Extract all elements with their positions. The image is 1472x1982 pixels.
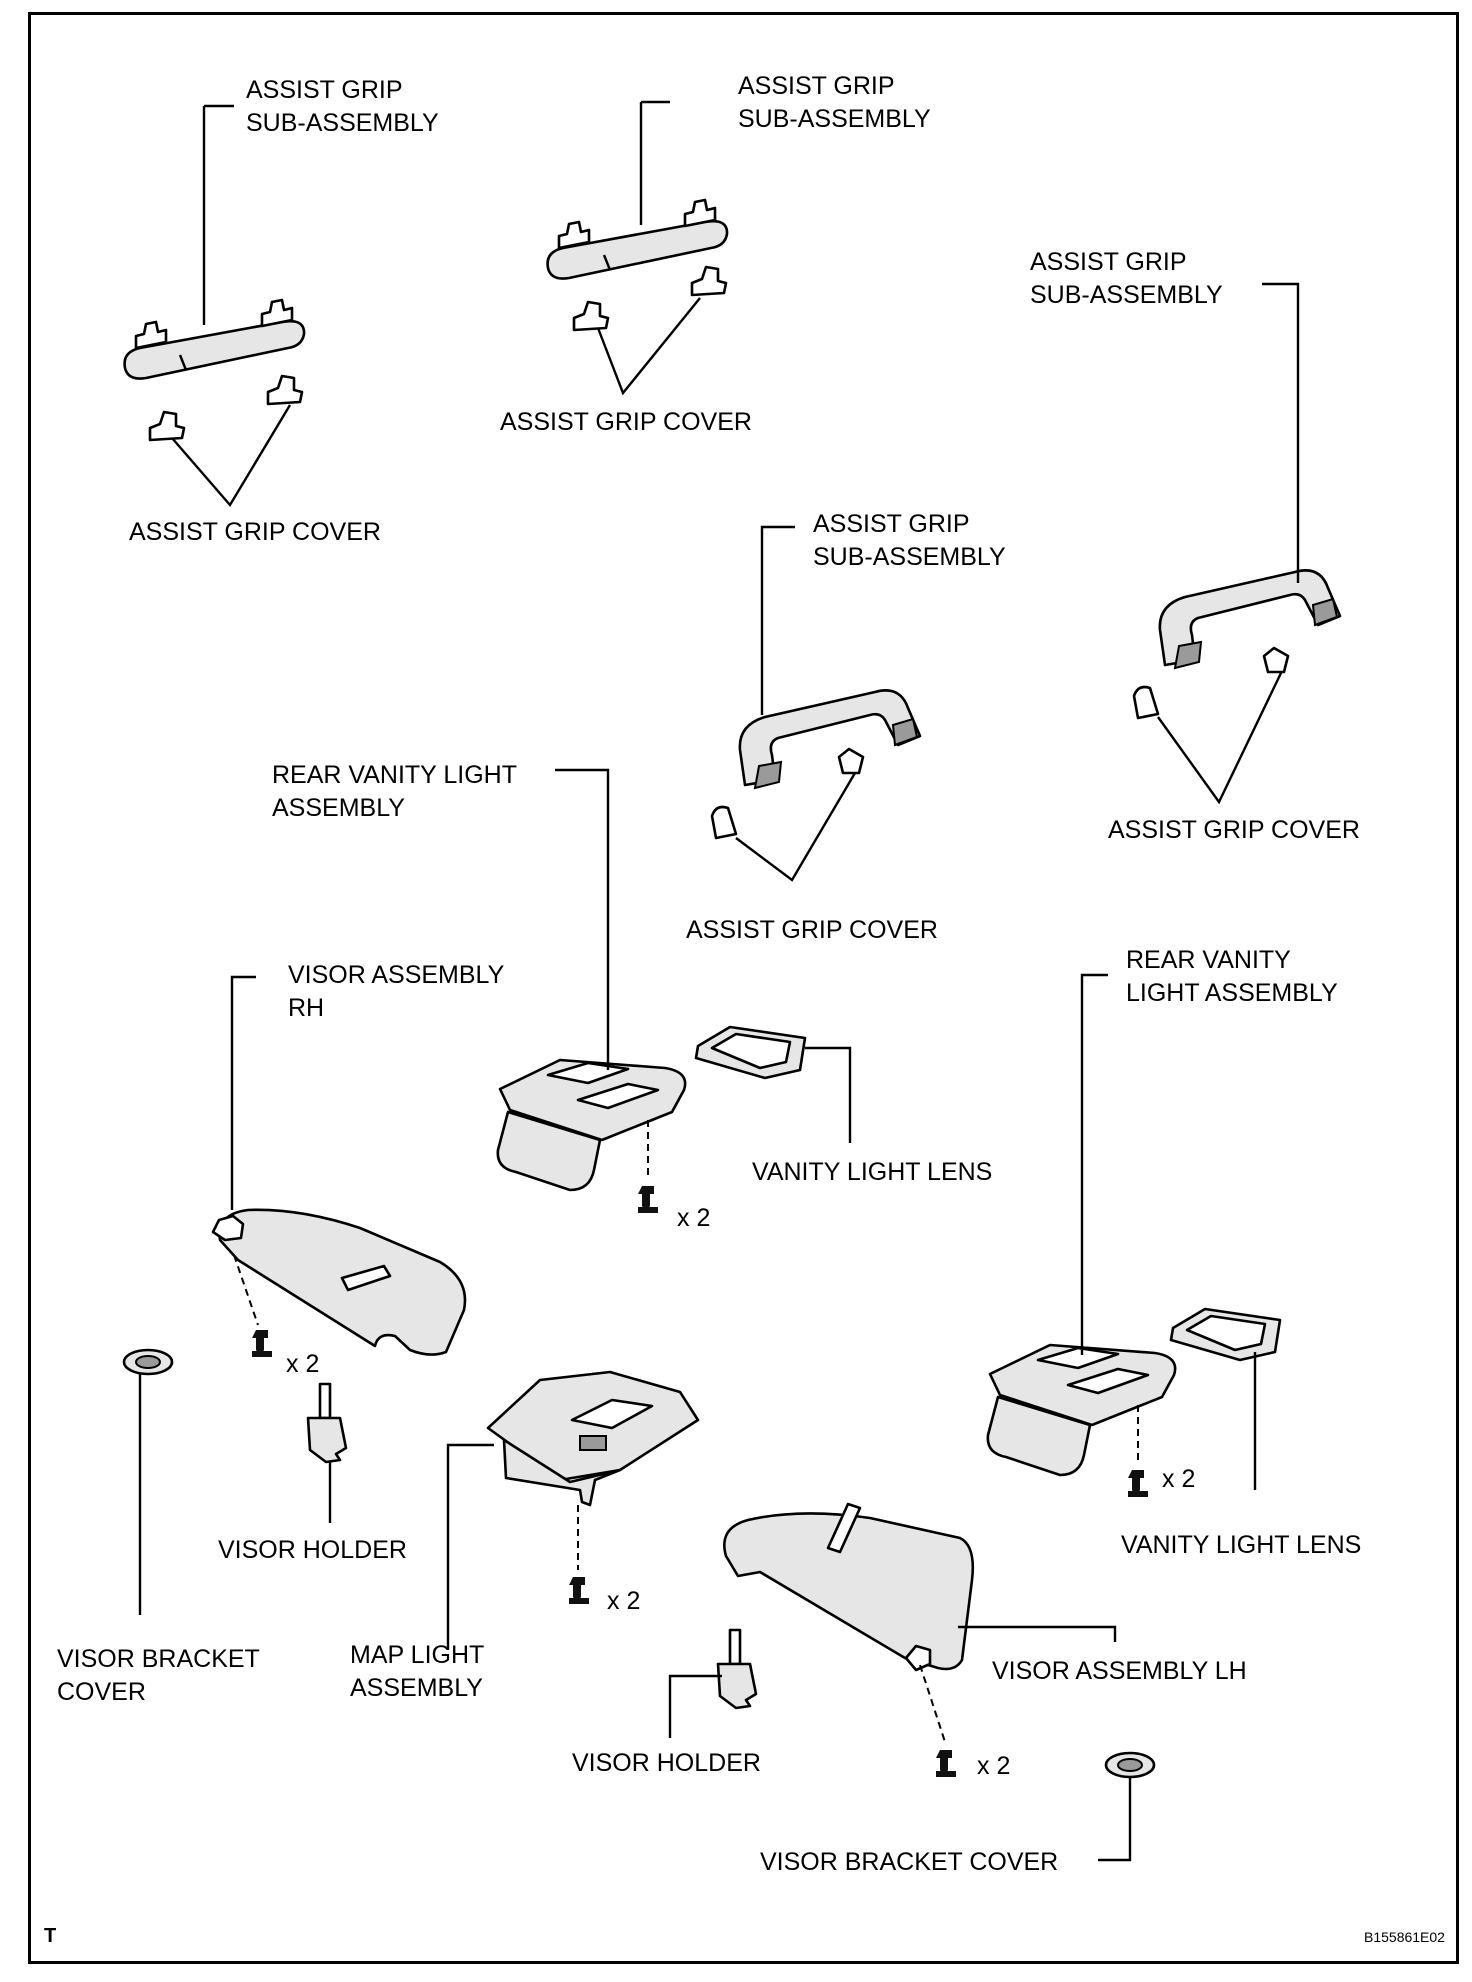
label-grip4-sub-l1: ASSIST GRIP: [1030, 248, 1187, 276]
label-visor-rh-l2: RH: [288, 994, 324, 1022]
label-visor-lh: VISOR ASSEMBLY LH: [992, 1657, 1247, 1685]
label-grip3-cover: ASSIST GRIP COVER: [686, 916, 938, 944]
label-grip2-cover: ASSIST GRIP COVER: [500, 408, 752, 436]
visor-assembly-lh: [723, 1502, 975, 1672]
label-visor-bracket-cover-2: VISOR BRACKET COVER: [760, 1848, 1058, 1876]
assist-grip-cover-2b: [690, 265, 728, 297]
screw-1: [638, 1186, 658, 1213]
label-map-light-l2: ASSEMBLY: [350, 1674, 483, 1702]
label-vanity-lens-1: VANITY LIGHT LENS: [752, 1158, 992, 1186]
rear-vanity-light-2: [986, 1343, 1177, 1477]
visor-holder-2: [716, 1628, 758, 1710]
map-light-assembly: [486, 1370, 700, 1507]
visor-holder-1: [306, 1382, 348, 1464]
label-vanity-lens-2: VANITY LIGHT LENS: [1121, 1531, 1361, 1559]
label-visor-bracket-cover-1-l1: VISOR BRACKET: [57, 1645, 260, 1673]
figure-code: B155861E02: [1364, 1929, 1445, 1945]
visor-assembly-rh: [211, 1208, 467, 1356]
label-rear-vanity-1-l2: ASSEMBLY: [272, 794, 405, 822]
screw-5: [936, 1750, 956, 1777]
label-grip3-sub-l1: ASSIST GRIP: [813, 510, 970, 538]
screw-2: [252, 1330, 272, 1357]
label-grip4-cover: ASSIST GRIP COVER: [1108, 816, 1360, 844]
rear-vanity-light-1: [496, 1058, 687, 1192]
label-qty-5: x 2: [977, 1752, 1010, 1780]
screw-3: [569, 1577, 589, 1604]
visor-bracket-cover-2: [1104, 1751, 1156, 1779]
label-grip3-sub-l2: SUB-ASSEMBLY: [813, 543, 1006, 571]
assist-grip-1: [123, 298, 306, 380]
assist-grip-cover-2a: [572, 300, 610, 332]
label-grip2-sub-l1: ASSIST GRIP: [738, 72, 895, 100]
assist-grip-cover-1b: [266, 374, 304, 406]
label-grip4-sub-l2: SUB-ASSEMBLY: [1030, 281, 1223, 309]
screw-4: [1128, 1470, 1148, 1497]
label-qty-4: x 2: [1162, 1465, 1195, 1493]
label-rear-vanity-1-l1: REAR VANITY LIGHT: [272, 761, 517, 789]
assist-grip-cover-1a: [148, 410, 186, 442]
label-rear-vanity-2-l1: REAR VANITY: [1126, 946, 1291, 974]
assist-grip-cover-3a: [710, 805, 738, 840]
assist-grip-3: [738, 689, 922, 790]
label-visor-holder-2: VISOR HOLDER: [572, 1749, 761, 1777]
label-grip1-sub-l2: SUB-ASSEMBLY: [246, 109, 439, 137]
assist-grip-4: [1158, 569, 1342, 670]
vanity-light-lens-1: [694, 1025, 807, 1080]
assist-grip-cover-4a: [1132, 685, 1160, 720]
label-visor-holder-1: VISOR HOLDER: [218, 1536, 407, 1564]
vanity-light-lens-2: [1169, 1307, 1282, 1362]
label-qty-1: x 2: [677, 1204, 710, 1232]
assist-grip-cover-4b: [1262, 646, 1290, 674]
label-visor-bracket-cover-1-l2: COVER: [57, 1678, 146, 1706]
label-qty-2: x 2: [286, 1350, 319, 1378]
assist-grip-2: [546, 198, 729, 280]
label-grip1-sub-l1: ASSIST GRIP: [246, 76, 403, 104]
label-grip1-cover: ASSIST GRIP COVER: [129, 518, 381, 546]
label-map-light-l1: MAP LIGHT: [350, 1641, 484, 1669]
assist-grip-cover-3b: [837, 747, 865, 775]
label-qty-3: x 2: [607, 1587, 640, 1615]
label-grip2-sub-l2: SUB-ASSEMBLY: [738, 105, 931, 133]
label-visor-rh-l1: VISOR ASSEMBLY: [288, 961, 505, 989]
visor-bracket-cover-1: [122, 1348, 174, 1376]
label-rear-vanity-2-l2: LIGHT ASSEMBLY: [1126, 979, 1338, 1007]
corner-mark: T: [44, 1925, 56, 1947]
